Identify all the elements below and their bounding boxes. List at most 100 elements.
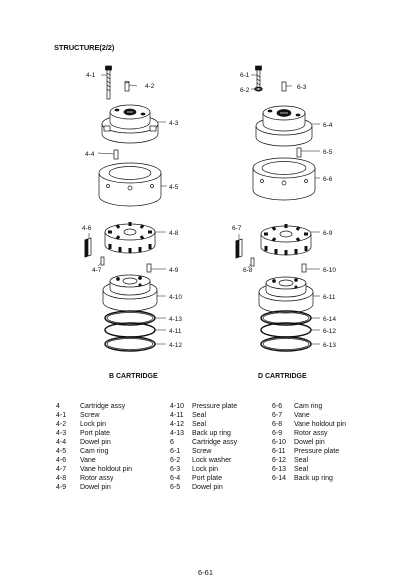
part-name: Rotor assy [294,429,328,437]
screw-icon [105,65,112,100]
part-callout-6-14: 6-14 [323,316,336,323]
part-code: 6-8 [272,420,283,428]
part-callout-4-13: 4-13 [169,316,182,323]
vane-icon [84,237,92,258]
part-code: 6-6 [272,403,283,410]
part-code: 4-10 [170,403,185,410]
parts-list-row: 6-14 Back up ring [272,475,346,484]
part-code: 6-3 [170,465,181,473]
page-title: STRUCTURE(2/2) [54,43,115,52]
part-name: Dowel pin [80,438,111,446]
part-code: 4-7 [56,465,67,473]
parts-list-row: 4-12 Seal [170,421,237,430]
parts-list-row: 4-13 Back up ring [170,430,237,439]
part-callout-6-7: 6-7 [232,225,242,232]
part-callout-4-10: 4-10 [169,294,182,301]
part-callout-4-2: 4-2 [145,83,155,90]
part-name: Rotor assy [80,474,114,482]
part-name: Vane [80,456,96,464]
part-name: Pressure plate [192,403,238,410]
parts-list-row: 6-11 Pressure plate [272,448,346,457]
part-code: 4-8 [56,474,67,482]
vane-holdout-pin-icon [100,256,105,266]
part-name: Screw [80,411,100,419]
pressure-plate-icon [258,276,314,314]
parts-list-row: 4-1 Screw [56,412,132,421]
cam-ring-icon [98,162,162,207]
parts-list-row: 4-10 Pressure plate [170,403,237,412]
part-name: Port plate [80,429,110,437]
part-callout-6-11: 6-11 [323,294,336,301]
lock-pin-icon [281,81,287,92]
dowel-pin-icon [146,263,152,273]
part-code: 4 [56,403,60,410]
part-name: Dowel pin [294,438,325,446]
part-callout-6-1: 6-1 [240,72,250,79]
part-name: Back up ring [294,474,333,482]
part-callout-6-9: 6-9 [323,230,333,237]
part-code: 6-10 [272,438,287,446]
seal-ring-icon [104,336,156,352]
part-name: Vane [294,411,310,419]
part-name: Back up ring [192,429,231,437]
parts-list-row: 4-3 Port plate [56,430,132,439]
part-code: 6-12 [272,456,287,464]
part-code: 6-1 [170,447,181,455]
exploded-view-figure: 4-14-24-34-44-54-64-84-74-94-104-134-114… [82,65,336,352]
port-plate-icon [255,105,313,147]
dowel-pin-icon [301,263,307,273]
part-name: Pressure plate [294,447,340,455]
part-code: 6-14 [272,474,287,482]
part-code: 6-9 [272,429,283,437]
rotor-icon [104,222,156,254]
part-callout-6-8: 6-8 [243,267,253,274]
part-name: Cartridge assy [80,403,126,410]
part-code: 4-1 [56,411,67,419]
part-code: 4-13 [170,429,185,437]
part-code: 6-7 [272,411,283,419]
lock-pin-icon [124,80,130,92]
b-cartridge-caption: B CARTRIDGE [109,373,158,380]
part-code: 4-4 [56,438,67,446]
part-code: 6-11 [272,447,286,455]
parts-list-row: 4-8 Rotor assy [56,475,132,484]
part-callout-6-3: 6-3 [297,84,307,91]
part-callout-4-11: 4-11 [169,328,182,335]
part-name: Screw [192,447,212,455]
d-cartridge-caption: D CARTRIDGE [258,373,307,380]
pressure-plate-icon [102,274,158,312]
part-name: Vane holdout pin [294,420,347,428]
part-callout-4-5: 4-5 [169,184,179,191]
part-name: Seal [192,420,207,428]
page-number: 6-61 [198,568,214,577]
part-code: 6 [170,438,174,446]
part-callout-6-12: 6-12 [323,328,336,335]
part-code: 4-5 [56,447,67,455]
part-callout-6-13: 6-13 [323,342,336,349]
rotor-icon [260,224,312,256]
parts-list-row: 6-10 Dowel pin [272,439,346,448]
part-callout-4-9: 4-9 [169,267,179,274]
part-name: Port plate [192,474,222,482]
part-name: Cartridge assy [192,438,238,446]
part-code: 4-12 [170,420,185,428]
part-code: 4-3 [56,429,67,437]
part-code: 6-4 [170,474,181,482]
part-name: Dowel pin [80,483,111,491]
dowel-pin-icon [296,147,302,158]
parts-list-row: 6-4 Port plate [170,475,237,484]
cam-ring-icon [252,157,316,201]
part-callout-6-6: 6-6 [323,176,333,183]
